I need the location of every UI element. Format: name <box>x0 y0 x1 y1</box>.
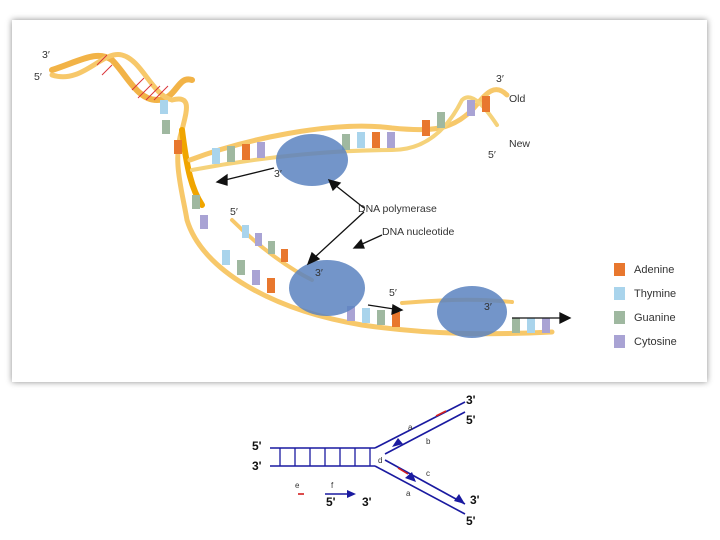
dna-polymerase-1 <box>276 134 348 186</box>
label-c: c <box>426 469 430 478</box>
prime-polymerase-1-3: 3′ <box>274 168 282 180</box>
new-strand-upper <box>190 95 499 172</box>
label-a-upper: a <box>408 423 413 432</box>
upper-right-3-prime: 3' <box>466 393 476 407</box>
prime-top-left-5: 5′ <box>34 71 42 83</box>
legend-swatch-cytosine <box>614 335 625 348</box>
prime-right-3: 3′ <box>496 73 504 85</box>
base-legend: Adenine Thymine Guanine Cytosine <box>614 263 677 348</box>
upper-right-5-prime: 5' <box>466 413 476 427</box>
legend-label-thymine: Thymine <box>634 288 676 300</box>
base-rungs-upper <box>212 96 490 164</box>
base-rungs-lower <box>222 250 550 333</box>
template-strand-lower <box>49 52 555 337</box>
dna-polymerase-label: DNA polymerase <box>358 203 437 215</box>
legend-swatch-adenine <box>614 263 625 276</box>
dna-replication-illustration: 3′ 5′ 3′ 5′ 3′ 5′ 3′ 5′ 3′ Old New DNA p… <box>12 20 707 382</box>
replication-fork-drawing: 3′ 5′ 3′ 5′ 3′ 5′ 3′ 5′ 3′ Old New DNA p… <box>34 49 677 348</box>
fragment-3-prime: 3' <box>362 495 372 509</box>
base-rungs-lagging <box>242 225 288 262</box>
dna-nucleotide-label: DNA nucleotide <box>382 226 455 238</box>
label-f: f <box>331 481 334 490</box>
new-strand-label: New <box>509 138 530 150</box>
label-a-lower: a <box>406 489 411 498</box>
prime-right-5: 5′ <box>488 149 496 161</box>
left-bottom-3-prime: 3' <box>252 459 262 473</box>
prime-leading-5: 5′ <box>389 287 397 299</box>
legend-swatch-guanine <box>614 311 625 324</box>
dna-polymerase-3 <box>437 286 507 338</box>
legend-label-guanine: Guanine <box>634 312 676 324</box>
legend-label-cytosine: Cytosine <box>634 336 677 348</box>
prime-top-left-3: 3′ <box>42 49 50 61</box>
lower-right-5-prime: 5' <box>466 514 476 528</box>
schematic-arrowheads <box>347 438 465 504</box>
upper-helix-backbone-a <box>49 52 195 104</box>
legend-swatch-thymine <box>614 287 625 300</box>
label-d: d <box>378 456 382 465</box>
direction-arrows <box>215 167 572 325</box>
prime-polymerase-3-3: 3′ <box>484 301 492 313</box>
dna-polymerase-2 <box>289 260 365 316</box>
base-rungs-left <box>160 100 208 229</box>
prime-lagging-5: 5′ <box>230 206 238 218</box>
lower-right-3-prime: 3' <box>470 493 480 507</box>
schematic-primers <box>298 410 447 495</box>
left-top-5-prime: 5' <box>252 439 262 453</box>
schematic-rungs <box>279 448 371 466</box>
template-strand-upper <box>187 87 510 163</box>
helix-hatching <box>96 54 169 101</box>
legend-label-adenine: Adenine <box>634 264 674 276</box>
fragment-5-prime: 5' <box>326 495 336 509</box>
label-b: b <box>426 437 431 446</box>
old-strand-label: Old <box>509 93 526 105</box>
schematic-strands <box>270 401 466 515</box>
label-e: e <box>295 481 300 490</box>
replication-fork-schematic: 5' 3' 3' 5' 3' 5' 5' 3' a b d c a e f <box>252 393 480 528</box>
prime-polymerase-2-3: 3′ <box>315 267 323 279</box>
